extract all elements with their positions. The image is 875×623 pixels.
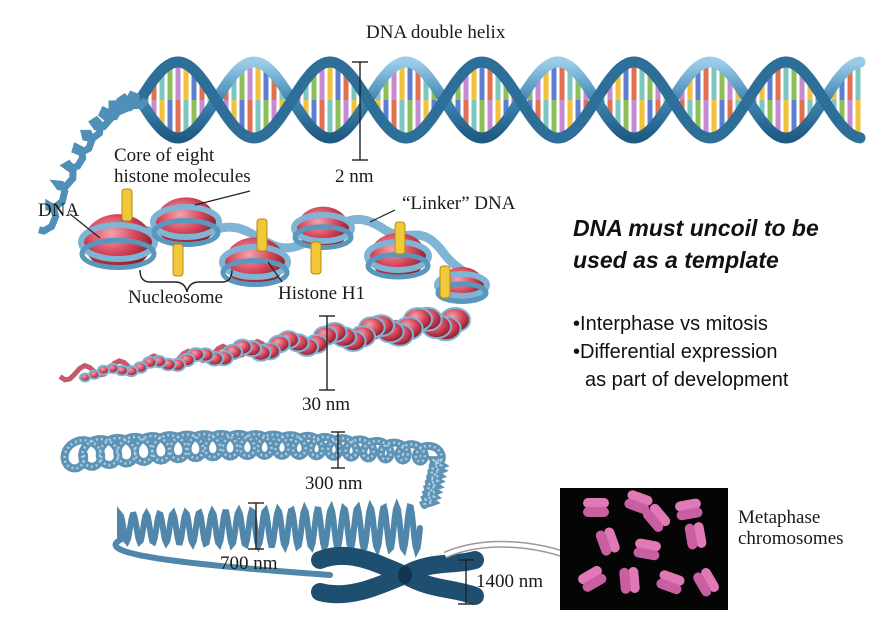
histone-h1-clip: [172, 243, 184, 277]
fiber-300nm: [60, 429, 450, 509]
chromatid: [684, 523, 698, 550]
helix-coil-tail: [38, 90, 149, 235]
chromatid: [676, 507, 703, 521]
chromatid: [619, 567, 631, 594]
nucleosome-wrap: [292, 224, 354, 251]
slide-heading-line2: used as a template: [573, 247, 779, 273]
micrograph-chromosome: [675, 498, 703, 521]
chromatid: [583, 507, 609, 517]
micrograph-chromosome: [693, 568, 719, 597]
chromatid: [693, 572, 712, 597]
helix-strand-a: [134, 56, 866, 144]
label-dna: DNA: [38, 200, 80, 221]
dimension-1400nm: [458, 559, 474, 605]
nucleosome-wrap: [365, 252, 431, 280]
nucleosome-wrap: [151, 218, 221, 247]
chromatid: [624, 498, 650, 515]
label-1400nm: 1400 nm: [476, 571, 544, 592]
label-linker-dna: “Linker” DNA: [402, 193, 516, 214]
histone-h1-clip: [310, 241, 322, 275]
micrograph-chromosome: [583, 498, 609, 517]
dimension-30nm: [319, 315, 335, 391]
nucleosome-wrap: [219, 244, 291, 280]
fiber-bead: [97, 364, 110, 376]
label-core-of-eight-line1: Core of eight: [114, 145, 215, 166]
nucleosome-string: [78, 188, 490, 305]
fiber-700nm: [112, 498, 423, 578]
dimension-2nm: [352, 61, 368, 161]
chromatid: [583, 498, 609, 508]
label-30nm: 30 nm: [302, 394, 351, 415]
fiber-bead: [79, 372, 91, 383]
micrograph-chromosomes: [578, 490, 719, 597]
histone-h1-clip: [121, 188, 133, 222]
micrograph-chromosome: [642, 503, 671, 532]
chromatid: [582, 573, 607, 592]
chromatid: [659, 570, 685, 586]
chromatid: [701, 568, 719, 592]
chromatid: [595, 530, 612, 556]
chromatid: [642, 509, 664, 532]
micrograph-chromosome: [684, 522, 707, 550]
nucleosome-wrap: [435, 281, 489, 305]
leader-lines: [69, 190, 396, 283]
histone-h1-clip: [256, 218, 268, 252]
bullet-continuation: as part of development: [585, 369, 789, 391]
metaphase-chromosome: [311, 546, 484, 605]
histone-h1-clip: [394, 221, 406, 255]
micrograph-chromosome: [595, 527, 620, 556]
dimension-300nm: [331, 431, 345, 469]
chromatid: [604, 527, 620, 553]
label-700nm: 700 nm: [220, 553, 278, 574]
nucleosome-wrap: [79, 237, 157, 270]
dimension-700nm: [248, 502, 264, 550]
chromatid: [656, 578, 682, 595]
micrograph-chromosome: [633, 538, 661, 561]
slide-heading-line1: DNA must uncoil to be: [573, 215, 819, 241]
label-core-of-eight-line2: histone molecules: [114, 166, 251, 187]
nucleosome-wrap: [434, 271, 490, 299]
bullet-item-differential-expression: Differential expression: [573, 338, 788, 366]
label-histone-h1: Histone H1: [278, 283, 366, 304]
nucleosome-bracket: [139, 269, 233, 293]
label-metaphase-line1: Metaphase: [738, 507, 821, 528]
dna-double-helix: [38, 56, 866, 235]
nucleosome-wrap: [150, 204, 222, 240]
label-2nm: 2 nm: [335, 166, 374, 187]
nucleosome-wrap: [220, 258, 290, 287]
micrograph-chromosome: [578, 566, 607, 592]
fiber-30nm: [58, 306, 471, 383]
helix-strand-b: [134, 56, 866, 144]
chromatid: [578, 566, 602, 584]
nucleosome-wrap: [291, 212, 355, 244]
chromatid: [633, 547, 660, 561]
bullet-list: Interphase vs mitosis Differential expre…: [573, 310, 788, 394]
micrograph-chromosome: [656, 570, 685, 595]
chromatid: [627, 490, 653, 506]
label-dna-double-helix: DNA double helix: [366, 22, 506, 43]
label-metaphase-line2: chromosomes: [738, 528, 844, 549]
slide-heading: DNA must uncoil to be used as a template: [573, 212, 819, 276]
histone-h1-clip: [439, 265, 451, 299]
label-300nm: 300 nm: [305, 473, 363, 494]
chromatid: [649, 503, 671, 527]
chromatid: [628, 567, 640, 593]
bullet-item-interphase: Interphase vs mitosis: [573, 310, 788, 338]
nucleosome-wrap: [78, 222, 158, 262]
label-nucleosome: Nucleosome: [128, 287, 223, 308]
micrograph-chromosome: [624, 490, 653, 515]
micrograph-chromosome: [619, 567, 640, 594]
